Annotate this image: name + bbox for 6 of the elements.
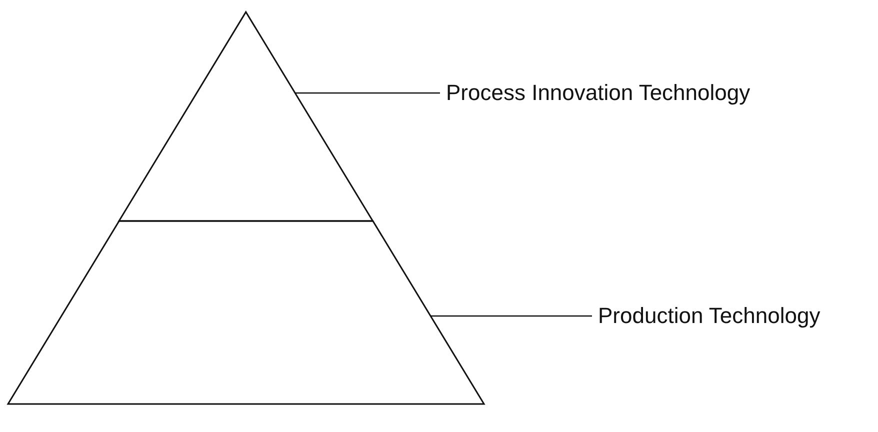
layer-label: Process Innovation Technology <box>446 80 750 106</box>
pyramid-top-section <box>118 10 374 222</box>
leader-line <box>430 315 592 317</box>
pyramid-base-section <box>6 220 486 405</box>
layer-label: Production Technology <box>598 303 820 329</box>
leader-line <box>295 92 440 94</box>
